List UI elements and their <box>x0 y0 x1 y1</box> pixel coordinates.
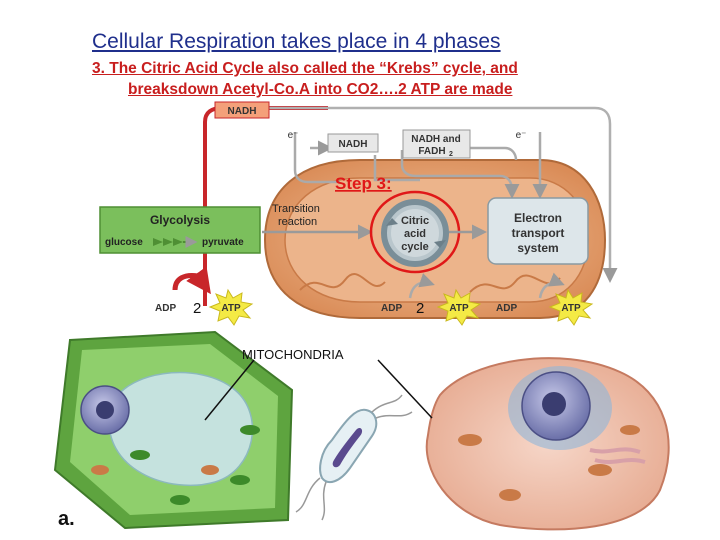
glycolysis-arrows <box>153 238 183 246</box>
slide-title: Cellular Respiration takes place in 4 ph… <box>92 30 501 53</box>
subtitle-line-2: breaksdown Acetyl-Co.A into CO2….2 ATP a… <box>128 81 513 98</box>
atp-count-1: 2 <box>193 300 201 317</box>
atp-electron-transport: ADP ATP <box>496 272 594 326</box>
atp-label-2: ATP <box>449 303 469 314</box>
electron-label-1: e⁻ <box>288 130 299 141</box>
glucose-label: glucose <box>105 237 143 248</box>
krebs-label-2: acid <box>404 228 426 240</box>
atp-label-1: ATP <box>221 303 241 314</box>
etc-label-1: Electron <box>514 211 562 225</box>
krebs-label-1: Citric <box>401 215 429 227</box>
etc-label-3: system <box>517 241 558 255</box>
nadh-top-box: NADH <box>214 101 270 119</box>
electron-transport-box: Electron transport system <box>487 197 589 265</box>
fadh2-subscript: 2 <box>449 151 453 158</box>
nadh-middle-box: NADH <box>327 133 379 153</box>
atp-glycolysis: ADP 2 ATP <box>155 266 254 326</box>
nadh-middle-label: NADH <box>339 139 368 150</box>
animal-cell-illustration <box>425 357 670 531</box>
bacterium-illustration <box>295 394 413 521</box>
panel-label: a. <box>58 508 75 530</box>
adp-label-3: ADP <box>496 303 517 314</box>
pyruvate-label: pyruvate <box>202 237 244 248</box>
atp-count-2: 2 <box>416 300 424 317</box>
citric-acid-cycle: Citric acid cycle <box>369 190 461 274</box>
atp-krebs: ADP 2 ATP <box>381 273 482 326</box>
nadh-fadh2-box: NADH and FADH 2 <box>402 129 471 159</box>
nadh-and-label: NADH and <box>411 134 460 145</box>
electron-flow-arrows <box>293 132 548 199</box>
plant-cell-illustration <box>53 330 294 530</box>
adp-label-1: ADP <box>155 303 176 314</box>
transition-label-1: Transition <box>272 203 320 215</box>
fadh2-label: FADH <box>418 146 445 157</box>
subtitle-line-1: 3. The Citric Acid Cycle also called the… <box>92 60 518 77</box>
transition-label-2: reaction <box>278 216 317 228</box>
electron-label-2: e⁻ <box>516 130 527 141</box>
adp-label-2: ADP <box>381 303 402 314</box>
nadh-top-label: NADH <box>228 106 257 117</box>
glycolysis-box: Glycolysis glucose pyruvate <box>99 206 261 254</box>
mitochondria-label: MITOCHONDRIA <box>242 347 344 362</box>
krebs-label-3: cycle <box>401 241 429 253</box>
step-3-label: Step 3: <box>335 174 392 193</box>
mitochondria-pointer-lines <box>204 359 433 421</box>
glycolysis-label: Glycolysis <box>150 213 210 227</box>
atp-label-3: ATP <box>561 303 581 314</box>
etc-label-2: transport <box>512 226 565 240</box>
